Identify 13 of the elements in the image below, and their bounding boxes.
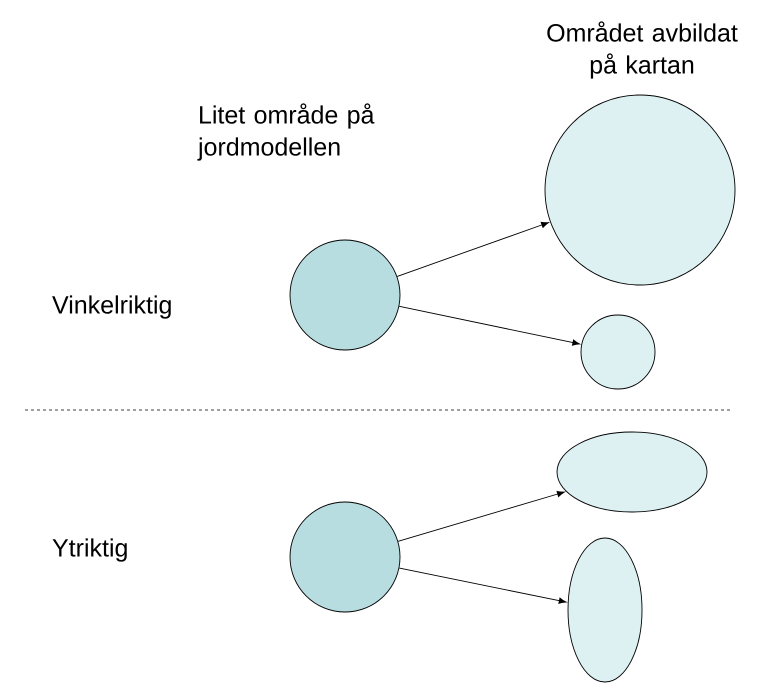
arrow xyxy=(396,222,549,277)
arrow xyxy=(398,568,566,604)
circle xyxy=(544,94,736,286)
label-text: Vinkelriktig xyxy=(52,295,171,319)
label-text: Litet område på jordmodellen xyxy=(197,103,374,161)
circle xyxy=(290,240,400,350)
ellipse xyxy=(556,432,708,512)
circle xyxy=(290,502,400,612)
label-text: Ytriktig xyxy=(52,538,127,562)
ellipse xyxy=(568,538,642,682)
circle xyxy=(580,314,656,390)
arrow xyxy=(398,490,565,542)
arrow xyxy=(398,306,580,346)
